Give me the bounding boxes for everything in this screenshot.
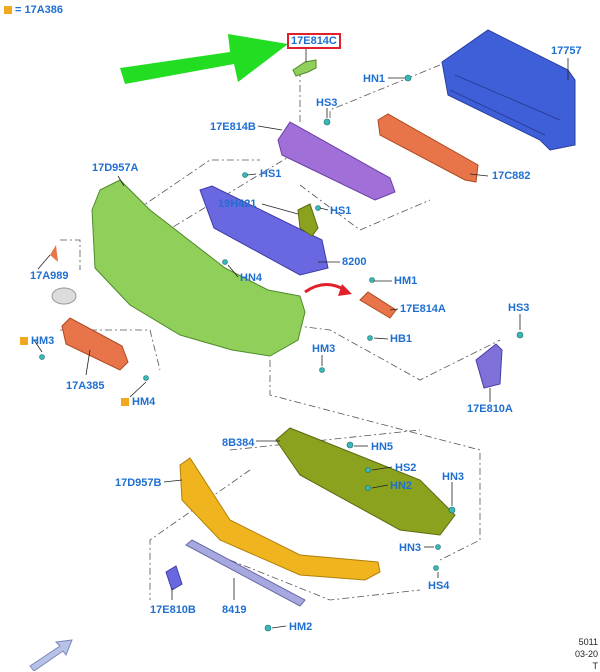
legend: = 17A386 [4,4,63,16]
label-hn5[interactable]: HN5 [371,441,394,453]
callout-arrow [120,34,288,84]
label-17d957b[interactable]: 17D957B [115,477,162,489]
part-17e814a-strip [359,291,397,319]
part-19h421-bracket [297,203,319,237]
reference-line-1: 5011 [578,637,598,647]
part-17a989-lamp [51,287,77,305]
part-17d957a-bumper-cover [91,179,306,357]
red-pointer-arrow [304,283,346,294]
label-hn3-right[interactable]: HN3 [442,471,465,483]
label-hm3-center[interactable]: HM3 [312,343,336,355]
label-hs1-lower[interactable]: HS1 [330,205,352,217]
beam-ribs [449,74,561,136]
fastener-markers [39,74,524,632]
label-8419[interactable]: 8419 [222,604,247,616]
label-hb1[interactable]: HB1 [390,333,413,345]
label-17e814c-highlighted[interactable]: 17E814C [287,33,341,49]
part-8200-grille-mesh [199,185,329,276]
label-hs4[interactable]: HS4 [428,580,450,592]
label-hs2[interactable]: HS2 [395,462,417,474]
label-hm1[interactable]: HM1 [394,275,418,287]
red-arrowhead [338,284,352,296]
part-17757-bumper-beam [441,29,576,151]
label-17e814a[interactable]: 17E814A [400,303,446,315]
label-19h421[interactable]: 19H421 [218,198,257,210]
reference-line-3: T [592,661,599,671]
legend-marker [20,337,28,346]
label-17c882[interactable]: 17C882 [492,170,531,182]
reference-line-2: 03-20 [574,649,598,659]
leader-lines [33,46,569,629]
label-hs3-top[interactable]: HS3 [316,97,338,109]
label-hm4[interactable]: HM4 [121,396,155,408]
legend-text: = 17A386 [15,4,64,16]
label-hm2[interactable]: HM2 [289,621,313,633]
label-17d957a[interactable]: 17D957A [92,162,139,174]
label-hm4-text: HM4 [132,396,156,408]
label-hm3-left-text: HM3 [31,335,55,347]
label-hs1-upper[interactable]: HS1 [260,168,282,180]
view-direction-arrow [29,639,73,671]
part-17a385-bracket [61,317,129,371]
label-17a989[interactable]: 17A989 [30,270,69,282]
part-8419-strip [185,539,306,607]
part-17e810a-bracket [475,343,503,389]
part-17a989-bracket [50,245,58,262]
label-hn2[interactable]: HN2 [390,480,413,492]
label-hn3-lower[interactable]: HN3 [399,542,422,554]
legend-marker [4,6,12,15]
label-hm3-left[interactable]: HM3 [20,335,54,347]
part-17e814b-grille [277,121,396,201]
reference-code: 5011 03-20 T [575,636,598,672]
part-17d957b-lip [179,457,381,581]
label-8200[interactable]: 8200 [342,256,367,268]
label-8b384[interactable]: 8B384 [222,437,255,449]
part-17c882-absorber [377,113,479,183]
label-17e810b[interactable]: 17E810B [150,604,196,616]
label-17e814b[interactable]: 17E814B [210,121,256,133]
label-hn1[interactable]: HN1 [363,73,386,85]
legend-marker [121,398,129,407]
part-17e810b-bracket [165,565,183,591]
part-8b384-undertray [275,427,456,536]
label-17e810a[interactable]: 17E810A [467,403,513,415]
label-hn4[interactable]: HN4 [240,272,263,284]
label-hs3-right[interactable]: HS3 [508,302,530,314]
label-17a385[interactable]: 17A385 [66,380,105,392]
label-17757[interactable]: 17757 [551,45,582,57]
part-17e814c [292,59,317,77]
